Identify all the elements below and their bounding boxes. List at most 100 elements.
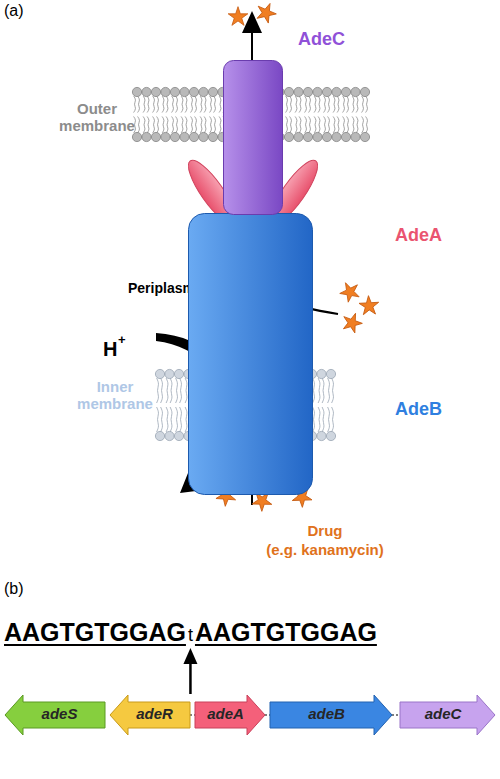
protein-name: AdeB: [395, 400, 442, 420]
lipid-head: [165, 369, 174, 378]
gene-shape: [5, 695, 105, 735]
lipid-tail: [347, 96, 349, 113]
panel-label: (a): [4, 2, 24, 20]
lipid-head: [199, 87, 208, 96]
drug-example: (e.g. kanamycin): [225, 541, 425, 558]
lipid-head: [208, 132, 217, 141]
lipid-tail: [337, 96, 339, 113]
lipid-tail: [181, 96, 183, 113]
lipid-head: [303, 87, 312, 96]
promoter-arrow-head: [183, 648, 197, 664]
lipid-head: [132, 87, 141, 96]
lipid-head: [151, 87, 160, 96]
lipid-tail: [366, 117, 368, 134]
lipid-tail: [343, 96, 345, 113]
lipid-tail: [356, 96, 358, 113]
sequence-line: AAGTGTGGAGtAAGTGTGGAG: [4, 618, 377, 647]
lipid-head: [332, 87, 341, 96]
lipid-tail: [157, 378, 159, 403]
lipid-tail: [138, 96, 140, 113]
lipid-tail: [347, 117, 349, 134]
lipid-tail: [318, 407, 320, 432]
lipid-tail: [210, 117, 212, 134]
intergenic-link: [392, 714, 400, 716]
lipid-tail: [210, 96, 212, 113]
lipid-tail: [352, 117, 354, 134]
lipid-tail: [176, 407, 178, 432]
lipid-tail: [176, 96, 178, 113]
lipid-head: [165, 431, 174, 440]
lipid-tail: [200, 96, 202, 113]
drug-molecule: [202, 444, 229, 471]
drug-molecule: [340, 310, 365, 334]
lipid-head: [161, 132, 170, 141]
lipid-head: [294, 87, 303, 96]
lipid-tail: [366, 96, 368, 113]
lipid-tail: [314, 117, 316, 134]
drug-molecule: [195, 468, 219, 492]
lipid-tail: [143, 117, 145, 134]
drug-molecule: [276, 469, 299, 491]
lipid-tail: [295, 117, 297, 134]
lipid-tail: [161, 407, 163, 432]
gene-arrow: adeA: [195, 695, 265, 735]
lipid-tail: [195, 96, 197, 113]
repeat-sequence: AAGTGTGGAG: [195, 618, 377, 647]
lipid-tail: [147, 96, 149, 113]
lipid-head: [294, 132, 303, 141]
lipid-tail: [299, 96, 301, 113]
efflux-arrow-head: [242, 11, 262, 33]
gene-name: adeS: [14, 706, 105, 723]
drug-molecule: [213, 482, 240, 509]
lipid-tail: [162, 96, 164, 113]
lipid-tail: [180, 407, 182, 432]
lipid-head: [151, 132, 160, 141]
lipid-head: [189, 132, 198, 141]
gene-shape: [110, 695, 190, 735]
lipid-tail: [157, 117, 159, 134]
drug-molecule: [238, 458, 264, 484]
compartment-label: Periplasm: [128, 280, 195, 296]
gene-shape: [400, 695, 495, 735]
lipid-tail: [305, 96, 307, 113]
lipid-tail: [333, 117, 335, 134]
lipid-head: [326, 431, 335, 440]
lipid-tail: [185, 96, 187, 113]
lipid-tail: [185, 378, 187, 403]
gene-name: adeC: [400, 706, 486, 723]
lipid-head: [351, 132, 360, 141]
node-shape: [223, 60, 283, 215]
inner-membrane-transporter: AdeB: [188, 213, 313, 495]
proton-flow-arrow: [156, 333, 239, 482]
lipid-tail: [290, 96, 292, 113]
lipid-head: [317, 369, 326, 378]
protein-body: [189, 214, 313, 495]
lipid-head: [170, 132, 179, 141]
node-shape: [188, 213, 313, 495]
lipid-head: [170, 87, 179, 96]
lipid-head: [284, 87, 293, 96]
lipid-tail: [318, 378, 320, 403]
lipid-tail: [324, 117, 326, 134]
proton-arrow-head: [180, 463, 212, 493]
lipid-tail: [328, 407, 330, 432]
drug-molecule: [228, 7, 248, 26]
lipid-head: [284, 132, 293, 141]
lipid-tail: [180, 378, 182, 403]
lipid-tail: [191, 117, 193, 134]
gene-arrow: adeS: [5, 695, 105, 735]
lipid-tail: [328, 96, 330, 113]
lipid-tail: [322, 407, 324, 432]
lipid-head: [208, 87, 217, 96]
lipid-tail: [181, 117, 183, 134]
lipid-tail: [166, 407, 168, 432]
periplasmic-uptake-path: [252, 262, 338, 314]
lipid-tail: [143, 96, 145, 113]
membrane-label: Inner membrane: [74, 378, 156, 413]
lipid-tail: [299, 117, 301, 134]
lipid-tail: [318, 96, 320, 113]
lipid-tail: [309, 117, 311, 134]
lipid-head: [351, 87, 360, 96]
